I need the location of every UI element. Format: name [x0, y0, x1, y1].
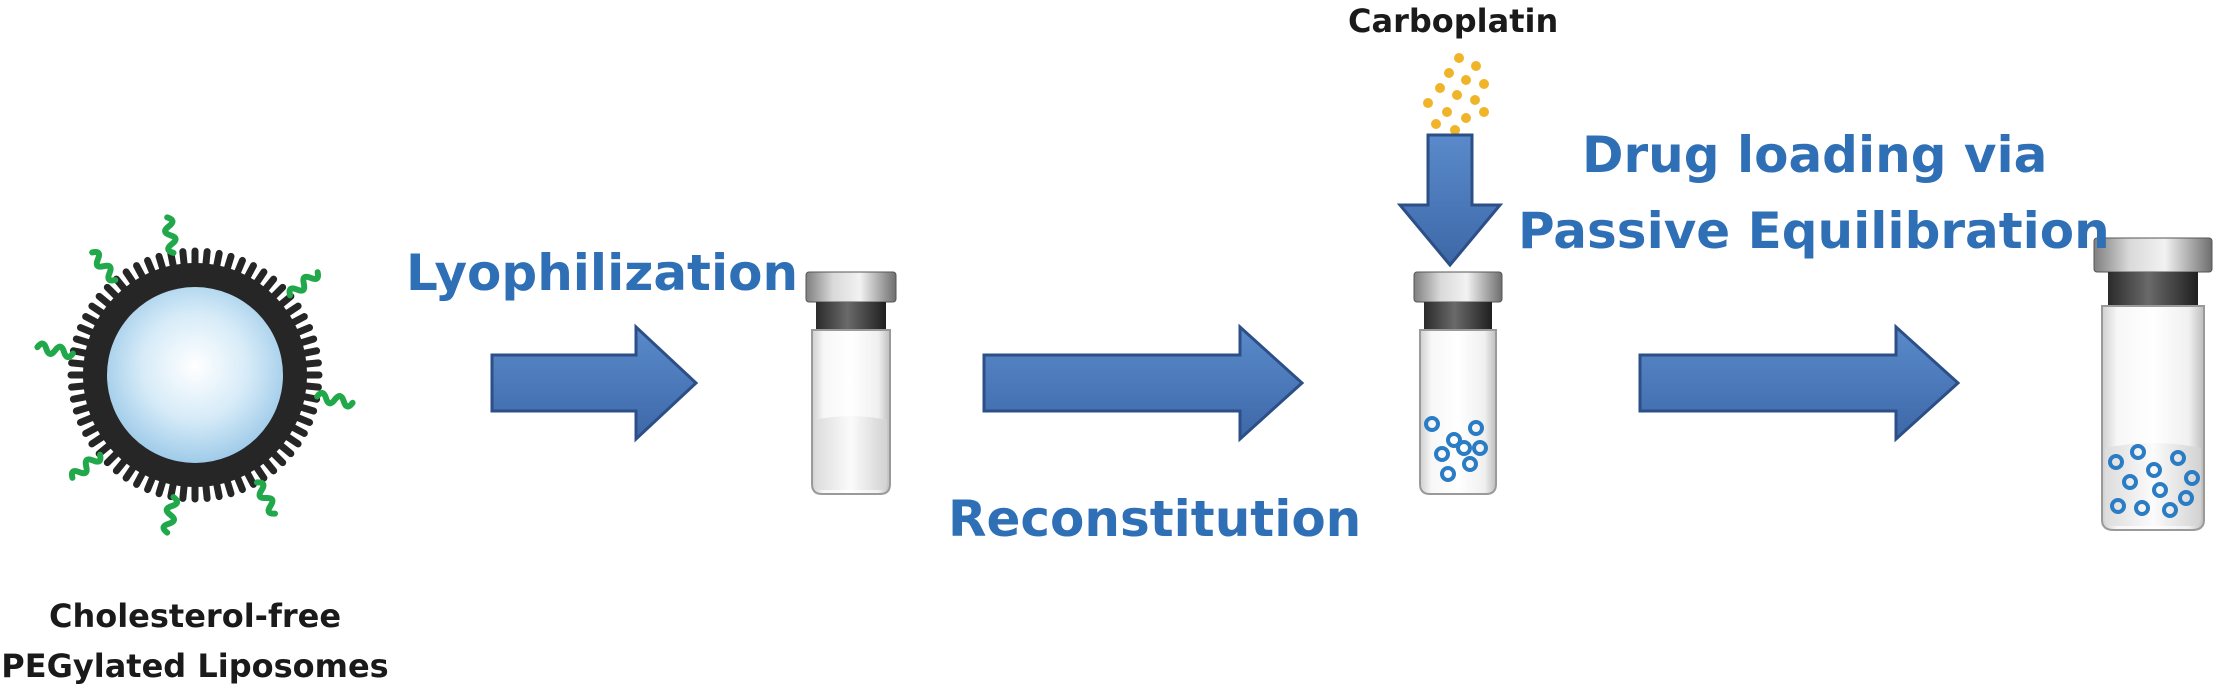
- peg-chain: [68, 451, 104, 481]
- vial-icon: [1413, 271, 1503, 495]
- reconstitution-label: Reconstitution: [948, 490, 1362, 548]
- peg-chain: [34, 340, 76, 361]
- peg-chain: [254, 479, 278, 517]
- peg-chain: [89, 248, 119, 284]
- peg-chain: [160, 494, 181, 536]
- peg-chain: [314, 389, 356, 410]
- peg-chain: [162, 214, 179, 256]
- vial-icon: [805, 271, 897, 495]
- lyophilization-label: Lyophilization: [406, 244, 799, 302]
- carboplatin-dots: [1423, 53, 1489, 135]
- liposome-icon: [34, 214, 356, 536]
- vial-icon: [2093, 237, 2213, 531]
- drug-loading-label-line2: Passive Equilibration: [1518, 202, 2110, 260]
- liposome-label-line1: Cholesterol-free: [48, 597, 342, 635]
- drug-loading-label-line1: Drug loading via: [1582, 126, 2048, 184]
- peg-chain: [286, 269, 322, 299]
- down-arrow-icon: [1396, 133, 1504, 268]
- right-arrow-icon: [1638, 323, 1961, 443]
- carboplatin-label: Carboplatin: [1348, 2, 1559, 40]
- liposome-label-line2: PEGylated Liposomes: [1, 647, 389, 685]
- right-arrow-icon: [490, 323, 699, 443]
- right-arrow-icon: [982, 323, 1305, 443]
